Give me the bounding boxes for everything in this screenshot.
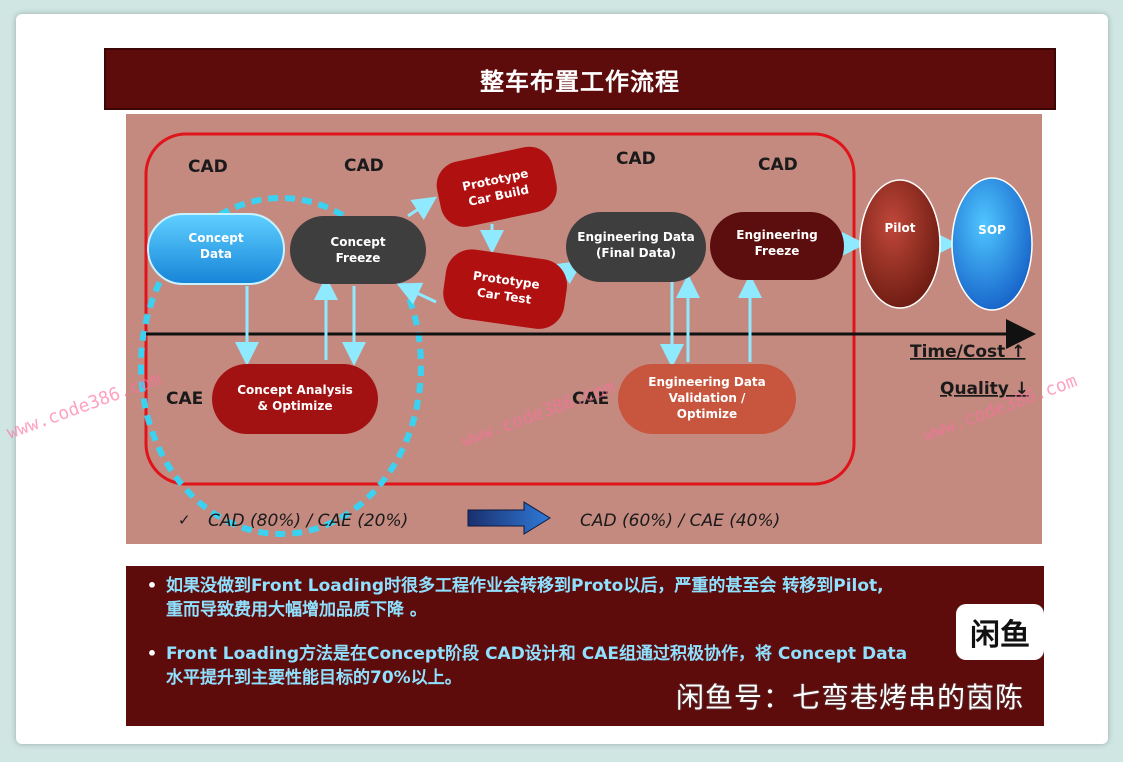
engineering-data-line1: Engineering Data [577, 230, 695, 244]
cae-label: CAE [166, 389, 203, 409]
engineering-freeze-line2: Freeze [755, 244, 800, 258]
cad-cae-frame [144, 132, 856, 486]
concept-analysis-line2: & Optimize [257, 399, 332, 413]
watermark-text: 闲鱼号：七弯巷烤串的茵陈 [676, 681, 1025, 714]
notes-panel: • 如果没做到Front Loading时很多工程作业会转移到Proto以后，严… [126, 566, 1044, 726]
watermark-logo: 闲鱼 [956, 604, 1044, 660]
node-engineering-validation: Engineering Data Validation / Optimize [618, 364, 796, 434]
cad-label: CAD [188, 157, 228, 177]
page-title: 整车布置工作流程 [104, 48, 1056, 110]
node-concept-analysis: Concept Analysis & Optimize [212, 364, 378, 434]
node-engineering-freeze: Engineering Freeze [710, 212, 844, 280]
cad-label: CAD [758, 155, 798, 175]
note-line: 如果没做到Front Loading时很多工程作业会转移到Proto以后，严重的… [166, 576, 884, 596]
ratio-after: CAD (60%) / CAE (40%) [580, 511, 780, 531]
node-concept-freeze: Concept Freeze [290, 216, 426, 284]
bullet-dot: • [146, 644, 158, 663]
ratio-before: CAD (80%) / CAE (20%) [208, 511, 408, 531]
workflow-diagram: CAD CAD CAD CAD CAE CAE Time/Cost ↑ Qual… [126, 114, 1042, 544]
node-prototype-test: Prototype Car Test [443, 249, 568, 329]
validation-line1: Engineering Data [648, 375, 766, 389]
note-item: • 如果没做到Front Loading时很多工程作业会转移到Proto以后，严… [138, 574, 1020, 622]
shift-arrow-icon [467, 501, 551, 535]
node-sop: SOP [951, 177, 1033, 311]
concept-freeze-line2: Freeze [336, 251, 381, 265]
workflow-svg: CAD CAD CAD CAD CAE CAE Time/Cost ↑ Qual… [138, 132, 1036, 537]
time-cost-label: Time/Cost ↑ [910, 342, 1025, 362]
concept-data-line1: Concept [188, 231, 243, 245]
node-concept-data: Concept Data [147, 213, 285, 285]
concept-freeze-line1: Concept [330, 235, 385, 249]
engineering-data-line2: (Final Data) [596, 246, 676, 260]
note-item: • Front Loading方法是在Concept阶段 CAD设计和 CAE组… [138, 642, 1020, 690]
arrow-freeze-to-build [407, 196, 437, 220]
concept-data-line2: Data [200, 247, 232, 261]
quality-label: Quality ↓ [940, 379, 1029, 399]
node-prototype-build: Prototype Car Build [436, 146, 557, 227]
watermark-logo-text: 闲鱼 [970, 618, 1030, 653]
front-loading-highlight [138, 195, 424, 537]
cad-label: CAD [344, 156, 384, 176]
engineering-freeze-line1: Engineering [736, 228, 817, 242]
pilot-label: Pilot [884, 221, 915, 235]
sop-label: SOP [978, 223, 1006, 237]
note-line: Front Loading方法是在Concept阶段 CAD设计和 CAE组通过… [166, 644, 908, 664]
note-line: 水平提升到主要性能目标的70%以上。 [166, 668, 462, 688]
node-engineering-data: Engineering Data (Final Data) [566, 212, 706, 282]
validation-line3: Optimize [677, 407, 737, 421]
bullet-dot: • [146, 576, 158, 595]
arrow-test-to-freeze [396, 282, 437, 305]
cad-label: CAD [616, 149, 656, 169]
page-title-text: 整车布置工作流程 [480, 67, 680, 96]
cae-label: CAE [572, 389, 609, 409]
node-pilot: Pilot [859, 179, 941, 309]
check-icon: ✓ [178, 511, 191, 529]
validation-line2: Validation / [669, 391, 746, 405]
note-line: 重而导致费用大幅增加品质下降 。 [166, 600, 427, 620]
concept-analysis-line1: Concept Analysis [237, 383, 353, 397]
